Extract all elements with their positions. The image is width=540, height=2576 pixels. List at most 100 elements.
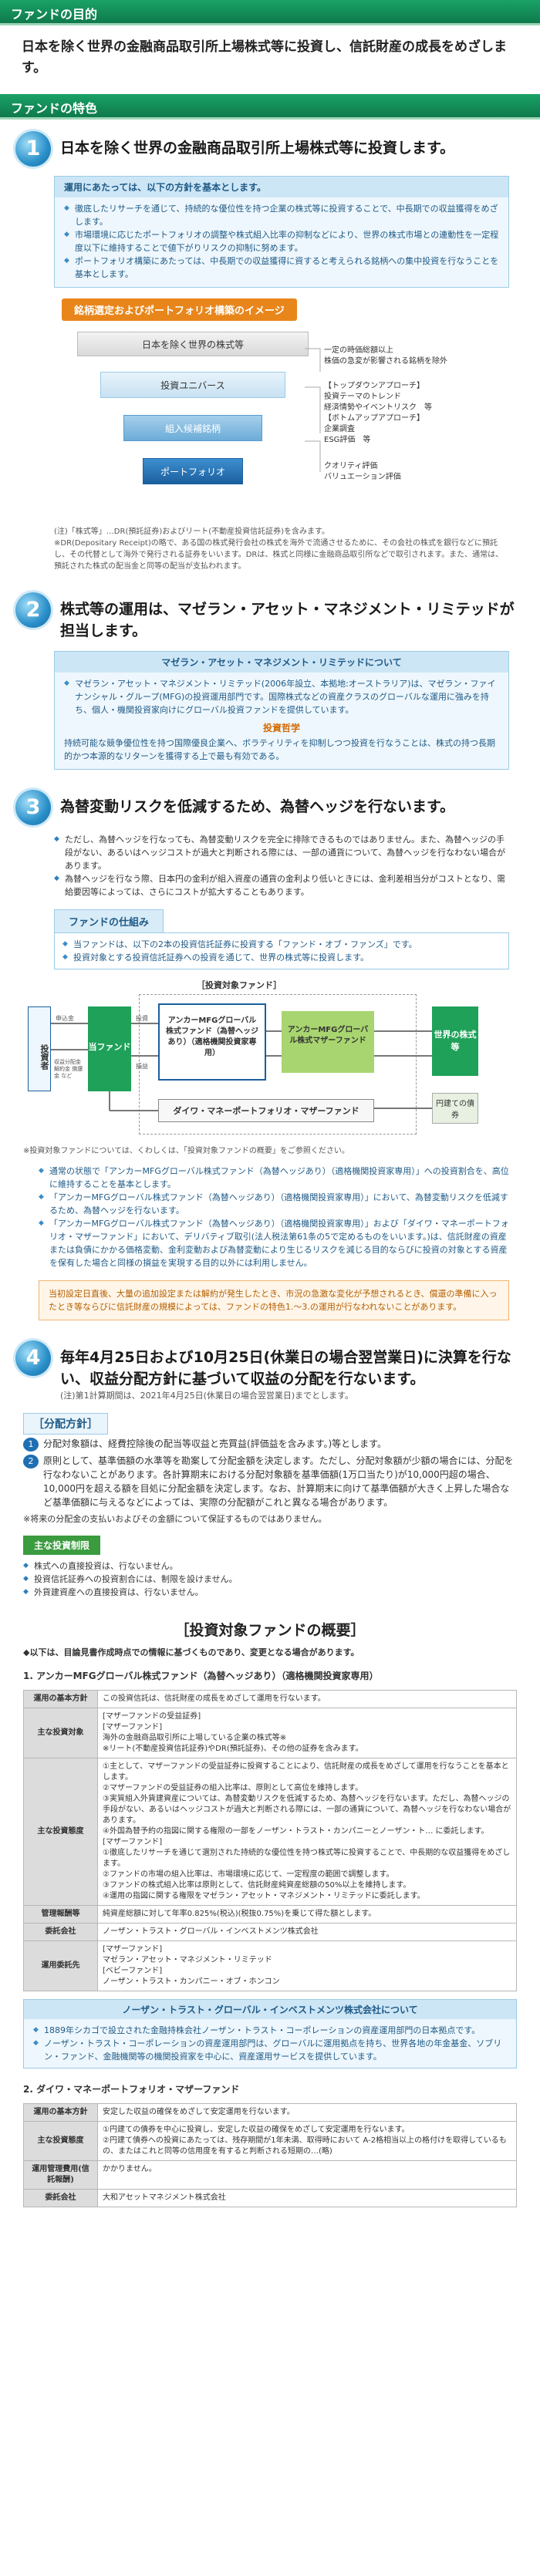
scheme-title: ファンドの仕組み xyxy=(54,909,164,933)
fund1-table: 運用の基本方針この投資信託は、信託財産の成長をめざして運用を行ないます。 主な投… xyxy=(23,1690,517,1991)
feature-3: 3 為替変動リスクを低減するため、為替ヘッジを行ないます。 ただし、為替ヘッジを… xyxy=(0,790,540,1320)
diagram-tab: 銘柄選定およびポートフォリオ構築のイメージ xyxy=(62,298,297,321)
list-item: 株価の急変が影響される銘柄を除外 xyxy=(324,357,447,366)
feature-number-1: 1 xyxy=(15,131,51,167)
table-value: [マザーファンド] マゼラン・アセット・マネジメント・リミテッド [ベビーファン… xyxy=(97,1940,517,1991)
table-row: 運用管理費用(信託報酬)かかりません。 xyxy=(23,2160,517,2190)
table-row: 委託会社ノーザン・トラスト・グローバル・インベストメンツ株式会社 xyxy=(23,1923,517,1941)
feature-1: 1 日本を除く世界の金融商品取引所上場株式等に投資します。 運用にあたっては、以… xyxy=(0,131,540,572)
target-fund-label: ［投資対象ファンド］ xyxy=(197,980,282,990)
table-key: 主な投資態度 xyxy=(23,2121,98,2161)
list-item: 徹底したリサーチを通じて、持続的な優位性を持つ企業の株式等に投資することで、中長… xyxy=(64,202,499,228)
funnel-level-1: 日本を除く世界の株式等 xyxy=(77,332,309,356)
list-item: ノーザン・トラスト・コーポレーションの資産運用部門は、グローバルに運用拠点を持ち… xyxy=(33,2037,507,2063)
distribution-item-1: 1 分配対象額は、経費控除後の配当等収益と売買益(評価益を含みます。)等とします。 xyxy=(0,1435,540,1452)
table-key: 運用委託先 xyxy=(23,1940,98,1991)
fund1-name: 1. アンカーMFGグローバル株式ファンド（為替ヘッジあり）（適格機関投資家専用… xyxy=(23,1671,379,1681)
table-key: 運用の基本方針 xyxy=(23,1690,98,1708)
table-key: 主な投資態度 xyxy=(23,1758,98,1906)
table-value: 大和アセットマネジメント株式会社 xyxy=(97,2189,517,2207)
northern-trust-title: ノーザン・トラスト・グローバル・インベストメンツ株式会社について xyxy=(24,2000,516,2019)
feature-4-title-text: 毎年4月25日および10月25日(休業日の場合翌営業日)に決算を行ない、収益分配… xyxy=(60,1349,511,1387)
table-value: ノーザン・トラスト・グローバル・インベストメンツ株式会社 xyxy=(97,1923,517,1941)
magellan-box: マゼラン・アセット・マネジメント・リミテッドについて マゼラン・アセット・マネジ… xyxy=(54,651,509,770)
distribution-item-2: 2 原則として、基準価額の水準等を勘案して分配金額を決定します。ただし、分配対象額… xyxy=(0,1452,540,1509)
feature-2-title: 株式等の運用は、マゼラン・アセット・マネジメント・リミテッドが担当します。 xyxy=(60,601,515,639)
overview-title: ［投資対象ファンドの概要］ xyxy=(174,1622,366,1639)
list-item: 一定の時価総額以上 xyxy=(324,346,393,355)
list-item: 投資信託証券への投資割合には、制限を設けません。 xyxy=(23,1573,517,1586)
distribution-text-2: 原則として、基準価額の水準等を勘案して分配金額を決定します。ただし、分配対象額が… xyxy=(43,1455,514,1508)
selection-funnel: 日本を除く世界の株式等 投資ユニバース 組入候補銘柄 ポートフォリオ 一定の時価… xyxy=(54,325,509,526)
list-item: マゼラン・アセット・マネジメント・リミテッド(2006年設立、本拠地:オーストラ… xyxy=(64,677,499,716)
feature-4: 4 毎年4月25日および10月25日(休業日の場合翌営業日)に決算を行ない、収益… xyxy=(0,1340,540,1599)
list-item: 【ボトムアップアプローチ】 xyxy=(324,414,424,423)
list-item: 投資対象とする投資信託証券への投資を通じて、世界の株式等に投資します。 xyxy=(62,951,501,964)
list-item: ただし、為替ヘッジを行なっても、為替変動リスクを完全に排除できるものではありませ… xyxy=(54,833,509,872)
table-value: [マザーファンドの受益証券] [マザーファンド] 海外の金融商品取引所に上場して… xyxy=(97,1708,517,1758)
list-item: 【トップダウンアプローチ】 xyxy=(324,382,424,390)
table-row: 主な投資対象[マザーファンドの受益証券] [マザーファンド] 海外の金融商品取引… xyxy=(23,1708,517,1758)
mother-fund-box: アンカーMFGグローバル株式マザーファンド xyxy=(282,1011,374,1073)
overview-lead: ◆以下は、目論見書作成時点での情報に基づくものであり、変更となる場合があります。 xyxy=(23,1647,359,1657)
table-row: 委託会社大和アセットマネジメント株式会社 xyxy=(23,2189,517,2207)
funnel-level-2: 投資ユニバース xyxy=(100,372,285,398)
feature-1-title: 日本を除く世界の金融商品取引所上場株式等に投資します。 xyxy=(60,140,455,157)
list-item: 「アンカーMFGグローバル株式ファンド（為替ヘッジあり）（適格機関投資家専用）」… xyxy=(39,1191,509,1217)
funnel-connector xyxy=(305,348,321,472)
yen-bond-box: 円建ての債券 xyxy=(432,1093,478,1124)
table-value: この投資信託は、信託財産の成長をめざして運用を行ないます。 xyxy=(97,1690,517,1708)
table-value: ①主として、マザーファンドの受益証券に投資することにより、信託財産の成長をめざし… xyxy=(97,1758,517,1906)
list-item: 経済情勢やイベントリスク 等 xyxy=(324,403,432,412)
circle-number-2: 2 xyxy=(23,1455,39,1468)
list-item: 当ファンドは、以下の2本の投資信託証券に投資する「ファンド・オブ・ファンズ」です… xyxy=(62,938,501,951)
distribution-text-1: 分配対象額は、経費控除後の配当等収益と売買益(評価益を含みます。)等とします。 xyxy=(43,1438,386,1449)
list-item: 「アンカーMFGグローバル株式ファンド（為替ヘッジあり）（適格機関投資家専用）」… xyxy=(39,1217,509,1269)
table-row: 管理報酬等純資産総額に対して年率0.825%(税込)(税抜0.75%)を乗じて得… xyxy=(23,1905,517,1924)
table-key: 委託会社 xyxy=(23,2189,98,2207)
distribution-policy-title: ［分配方針］ xyxy=(23,1413,108,1435)
features-header-label: ファンドの特色 xyxy=(11,101,98,116)
feature-1-policy-title: 運用にあたっては、以下の方針を基本とします。 xyxy=(55,177,508,197)
list-item: 外貨建資産への直接投資は、行ないません。 xyxy=(23,1586,517,1599)
magellan-box-title: マゼラン・アセット・マネジメント・リミテッドについて xyxy=(55,652,508,673)
return-label: 損益 xyxy=(136,1063,148,1070)
purpose-header: ファンドの目的 xyxy=(0,0,540,25)
feature-1-note: (注)「株式等」…DR(預託証券)およびリート(不動産投資信託証券)を含みます。 xyxy=(54,528,330,536)
circle-number-1: 1 xyxy=(23,1438,39,1452)
anchor-fund-box: アンカーMFGグローバル株式ファンド（為替ヘッジあり）（適格機関投資家専用） xyxy=(158,1003,266,1081)
list-item: 企業調査 xyxy=(324,425,355,433)
criteria-1: 一定の時価総額以上 株価の急変が影響される銘柄を除外 xyxy=(324,346,501,367)
table-key: 委託会社 xyxy=(23,1923,98,1941)
table-key: 運用管理費用(信託報酬) xyxy=(23,2160,98,2190)
feature-number-4: 4 xyxy=(15,1340,51,1376)
list-item: バリュエーション評価 xyxy=(324,473,401,481)
purpose-header-label: ファンドの目的 xyxy=(11,7,98,22)
feature-number-3: 3 xyxy=(15,790,51,825)
table-key: 主な投資対象 xyxy=(23,1708,98,1758)
feature-1-note-dr: ※DR(Depositary Receipt)の略で、ある国の株式発行会社の株式… xyxy=(54,539,504,571)
scheme-box: ファンドの仕組み 当ファンドは、以下の2本の投資信託証券に投資する「ファンド・オ… xyxy=(54,909,509,969)
table-key: 管理報酬等 xyxy=(23,1905,98,1924)
table-key: 運用の基本方針 xyxy=(23,2103,98,2122)
table-value: ①円建ての債券を中心に投資し、安定した収益の確保をめざして安定運用を行ないます。… xyxy=(97,2121,517,2161)
list-item: ESG評価 等 xyxy=(324,436,371,444)
distribution-note: ※将来の分配金の支払いおよびその金額について保証するものではありません。 xyxy=(23,1514,327,1524)
list-item: ポートフォリオ構築にあたっては、中長期での収益獲得に資すると考えられる銘柄への集… xyxy=(64,255,499,281)
table-row: 運用委託先[マザーファンド] マゼラン・アセット・マネジメント・リミテッド [ベ… xyxy=(23,1940,517,1991)
table-row: 運用の基本方針安定した収益の確保をめざして安定運用を行ないます。 xyxy=(23,2103,517,2122)
table-value: かかりません。 xyxy=(97,2160,517,2190)
list-item: クオリティ評価 xyxy=(324,462,378,470)
list-item: 市場環境に応じたポートフォリオの調整や株式組入比率の抑制などにより、世界の株式市… xyxy=(64,228,499,255)
list-item: 通常の状態で「アンカーMFGグローバル株式ファンド（為替ヘッジあり）（適格機関投… xyxy=(39,1165,509,1191)
table-row: 運用の基本方針この投資信託は、信託財産の成長をめざして運用を行ないます。 xyxy=(23,1690,517,1708)
feature-number-2: 2 xyxy=(15,592,51,628)
funnel-level-4: ポートフォリオ xyxy=(143,458,243,484)
list-item: 1889年シカゴで設立された金融持株会社ノーザン・トラスト・コーポレーションの資… xyxy=(33,2024,507,2037)
diagram-note: ※投資対象ファンドについては、くわしくは、「投資対象ファンドの概要」をご参照くだ… xyxy=(23,1147,349,1155)
target-fund-frame xyxy=(139,994,417,1135)
operation-notice: 当初設定日直後、大量の追加設定または解約が発生したとき、市況の急激な変化が予想さ… xyxy=(39,1280,509,1320)
investor-box: 投資者 xyxy=(28,1006,51,1091)
